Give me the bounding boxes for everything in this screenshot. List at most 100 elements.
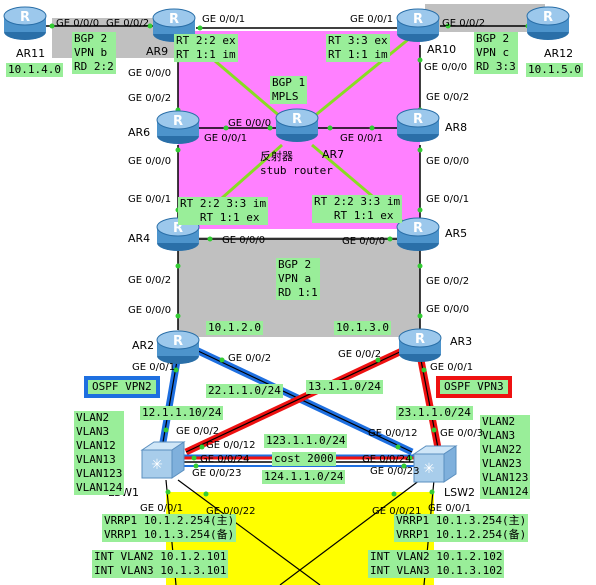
router-name-ar12: AR12: [544, 47, 574, 60]
svg-text:✳: ✳: [151, 457, 163, 473]
vpn-a-label: BGP 2 VPN a RD 1:1: [276, 258, 320, 300]
port-label: GE 0/0/0: [426, 156, 470, 167]
net-123-label: 123.1.1.0/24: [264, 434, 348, 448]
net-22-label: 22.1.1.0/24: [206, 384, 283, 398]
router-icon[interactable]: R: [155, 108, 201, 146]
switch-icon[interactable]: ✳: [412, 444, 458, 484]
port-label: GE 0/0/2: [128, 275, 172, 286]
port-label: GE 0/0/1: [140, 503, 184, 514]
svg-text:R: R: [413, 221, 423, 236]
vpn-b-label: BGP 2 VPN b RD 2:2: [72, 32, 116, 74]
rt-ar5-label: RT 2:2 3:3 im RT 1:1 ex: [312, 195, 403, 223]
ar12-network-label: 10.1.5.0: [526, 63, 583, 77]
router-name-ar7: AR7: [322, 148, 345, 161]
router-icon[interactable]: R: [395, 6, 441, 44]
svg-text:R: R: [173, 221, 183, 236]
ip-12-label: 12.1.1.10/24: [140, 406, 224, 420]
port-label: GE 0/0/3: [440, 428, 484, 439]
vpn-c-label: BGP 2 VPN c RD 3:3: [474, 32, 518, 74]
port-label: GE 0/0/1: [430, 362, 474, 373]
port-label: GE 0/0/0: [56, 18, 100, 29]
port-label: GE 0/0/1: [202, 14, 246, 25]
router-name-ar5: AR5: [445, 227, 468, 240]
link-lsw1-cross: [177, 479, 321, 585]
vrrp-left-label: VRRP1 10.1.2.254(主) VRRP1 10.1.3.254(备): [102, 514, 237, 542]
router-icon[interactable]: R: [155, 328, 201, 366]
port-label: GE 0/0/1: [426, 194, 470, 205]
rr-link-ar10: [311, 36, 411, 120]
svg-text:R: R: [413, 12, 423, 27]
vlan-left-label: VLAN2 VLAN3 VLAN12 VLAN13 VLAN123 VLAN12…: [74, 411, 125, 495]
port-label: GE 0/0/2: [338, 349, 382, 360]
router-icon[interactable]: R: [274, 106, 320, 144]
router-icon[interactable]: R: [525, 4, 571, 42]
ip-23-label: 23.1.1.0/24: [396, 406, 473, 420]
svg-text:R: R: [173, 114, 183, 129]
port-label: GE 0/0/23: [192, 468, 242, 479]
svg-text:R: R: [415, 332, 425, 347]
ar3-network-label: 10.1.3.0: [334, 321, 391, 335]
router-name-ar6: AR6: [128, 126, 151, 139]
svg-text:R: R: [543, 10, 553, 25]
port-label: GE 0/0/1: [204, 133, 248, 144]
port-label: GE 0/0/0: [128, 305, 172, 316]
grey-region-ar10-ar12: [425, 4, 545, 32]
ar11-network-label: 10.1.4.0: [6, 63, 63, 77]
switch-name-lsw2: LSW2: [444, 486, 475, 499]
port-label: GE 0/0/12: [206, 440, 256, 451]
port-label: GE 0/0/0: [128, 68, 172, 79]
port-label: GE 0/0/1: [350, 14, 394, 25]
cost-label: cost 2000: [272, 452, 336, 466]
router-name-ar3: AR3: [450, 335, 473, 348]
port-label: GE 0/0/0: [228, 118, 272, 129]
router-name-ar2: AR2: [132, 339, 155, 352]
bgp1-mpls-label: BGP 1 MPLS: [270, 76, 308, 104]
port-label: GE 0/0/2: [426, 92, 470, 103]
port-label: GE 0/0/21: [372, 506, 422, 517]
port-label: GE 0/0/0: [128, 156, 172, 167]
port-label: GE 0/0/23: [370, 466, 420, 477]
port-label: GE 0/0/1: [128, 194, 172, 205]
vlan-right-label: VLAN2 VLAN3 VLAN22 VLAN23 VLAN123 VLAN12…: [480, 415, 531, 499]
reflector-label: 反射器 stub router: [260, 150, 333, 177]
ar2-network-label: 10.1.2.0: [206, 321, 263, 335]
port-label: GE 0/0/0: [342, 236, 386, 247]
router-icon[interactable]: R: [395, 106, 441, 144]
svg-text:✳: ✳: [423, 461, 435, 477]
port-label: GE 0/0/1: [340, 133, 384, 144]
port-label: GE 0/0/0: [424, 62, 468, 73]
port-label: GE 0/0/22: [206, 506, 256, 517]
port-label: GE 0/0/2: [128, 93, 172, 104]
svg-text:R: R: [413, 112, 423, 127]
port-label: GE 0/0/2: [442, 18, 486, 29]
ospf-vpn2-label: OSPF VPN2: [84, 376, 160, 398]
port-label: GE 0/0/0: [222, 235, 266, 246]
ospf-vpn3-label: OSPF VPN3: [436, 376, 512, 398]
switch-icon[interactable]: ✳: [140, 440, 186, 480]
rt-ar9-label: RT 2:2 ex RT 1:1 im: [174, 34, 238, 62]
router-name-ar11: AR11: [16, 47, 46, 60]
net-13-label: 13.1.1.0/24: [306, 380, 383, 394]
rt-ar10-label: RT 3:3 ex RT 1:1 im: [326, 34, 390, 62]
port-label: GE 0/0/24: [200, 454, 250, 465]
link-lsw2-cross: [279, 479, 421, 585]
svg-text:R: R: [20, 10, 30, 25]
port-label: GE 0/0/0: [426, 304, 470, 315]
port-label: GE 0/0/24: [362, 454, 412, 465]
int-left-label: INT VLAN2 10.1.2.101 INT VLAN3 10.1.3.10…: [92, 550, 229, 578]
svg-text:R: R: [169, 12, 179, 27]
port-label: GE 0/0/12: [368, 428, 418, 439]
router-icon[interactable]: R: [2, 4, 48, 42]
port-label: GE 0/0/2: [106, 18, 150, 29]
router-name-ar4: AR4: [128, 232, 151, 245]
vrrp-right-label: VRRP1 10.1.3.254(主) VRRP1 10.1.2.254(备): [394, 514, 529, 542]
int-right-label: INT VLAN2 10.1.2.102 INT VLAN3 10.1.3.10…: [368, 550, 505, 578]
port-label: GE 0/0/2: [228, 353, 272, 364]
router-name-ar9: AR9: [146, 45, 169, 58]
router-icon[interactable]: R: [395, 215, 441, 253]
svg-text:R: R: [173, 334, 183, 349]
port-label: GE 0/0/1: [132, 362, 176, 373]
router-icon[interactable]: R: [397, 326, 443, 364]
router-name-ar10: AR10: [427, 43, 457, 56]
